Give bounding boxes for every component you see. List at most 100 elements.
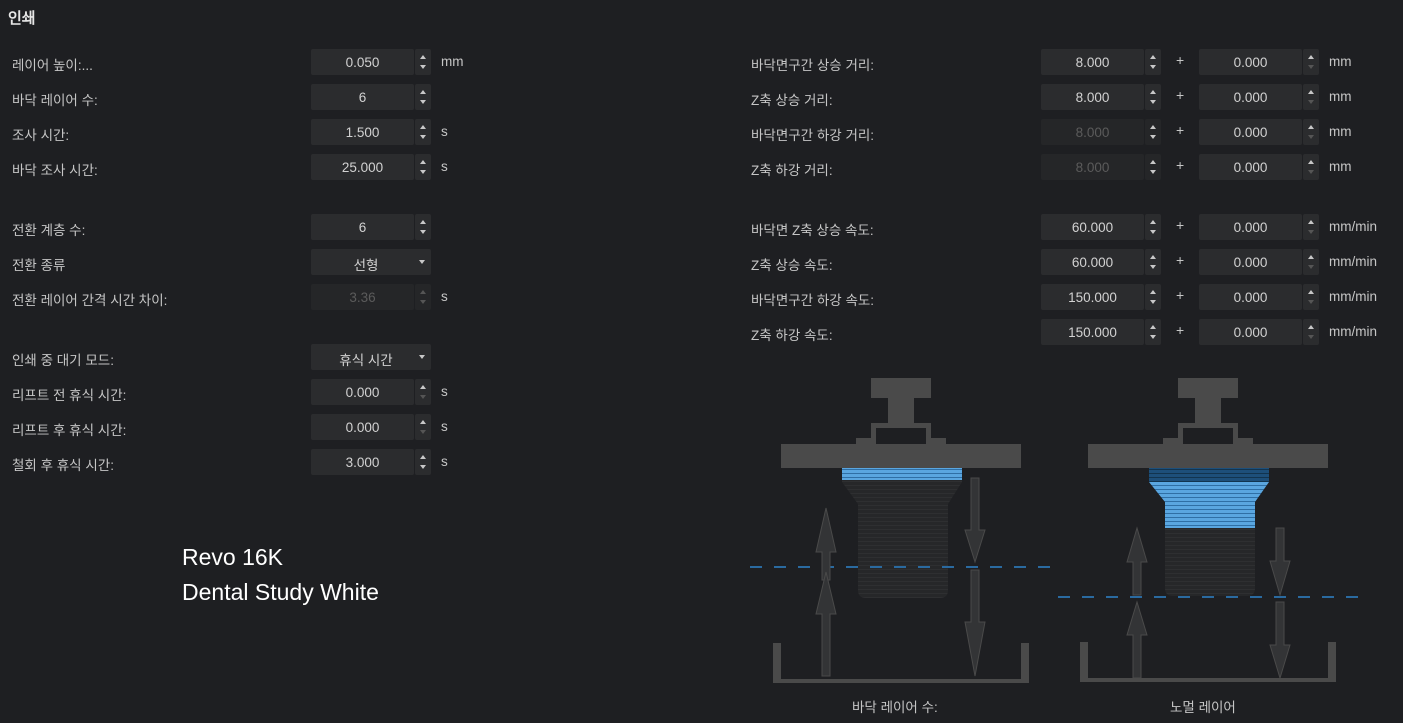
speed-base-spinner[interactable] (1145, 249, 1161, 275)
spin-up-icon[interactable] (1308, 255, 1314, 259)
spin-down-icon[interactable] (420, 465, 426, 469)
speed-extra-spinner[interactable] (1303, 284, 1319, 310)
rest-time-input[interactable]: 3.000 (311, 449, 414, 475)
spin-down-icon[interactable] (1150, 265, 1156, 269)
spin-up-icon[interactable] (1150, 90, 1156, 94)
spin-down-icon[interactable] (1150, 100, 1156, 104)
transition-layers-spinner[interactable] (415, 214, 431, 240)
spin-up-icon[interactable] (1308, 325, 1314, 329)
spin-up-icon[interactable] (420, 455, 426, 459)
setting-spinner[interactable] (415, 154, 431, 180)
speed-extra-input[interactable]: 0.000 (1199, 284, 1302, 310)
rest-time-spinner[interactable] (415, 449, 431, 475)
bottom-layer-caption: 바닥 레이어 수: (852, 700, 938, 715)
spin-up-icon[interactable] (420, 125, 426, 129)
setting-input[interactable]: 25.000 (311, 154, 414, 180)
speed-base-input[interactable]: 150.000 (1041, 284, 1144, 310)
distance-extra-spinner[interactable] (1303, 84, 1319, 110)
spin-up-icon[interactable] (420, 55, 426, 59)
speed-base-input[interactable]: 60.000 (1041, 249, 1144, 275)
distance-base-spinner[interactable] (1145, 84, 1161, 110)
transition-layers-input[interactable]: 6 (311, 214, 414, 240)
plus-sign: + (1176, 157, 1185, 173)
setting-input[interactable]: 0.050 (311, 49, 414, 75)
spin-up-icon[interactable] (1150, 55, 1156, 59)
spin-up-icon[interactable] (1150, 290, 1156, 294)
setting-spinner[interactable] (415, 119, 431, 145)
distance-extra-spinner[interactable] (1303, 154, 1319, 180)
setting-input[interactable]: 6 (311, 84, 414, 110)
spin-down-icon[interactable] (1150, 65, 1156, 69)
printer-model: Revo 16K (182, 544, 284, 570)
rest-time-spinner[interactable] (415, 379, 431, 405)
speed-base-spinner[interactable] (1145, 319, 1161, 345)
speed-extra-spinner[interactable] (1303, 319, 1319, 345)
speed-extra-spinner[interactable] (1303, 214, 1319, 240)
spin-up-icon[interactable] (1150, 220, 1156, 224)
setting-input[interactable]: 1.500 (311, 119, 414, 145)
spin-down-icon (1308, 65, 1314, 69)
distance-extra-input[interactable]: 0.000 (1199, 84, 1302, 110)
distance-extra-input[interactable]: 0.000 (1199, 119, 1302, 145)
spin-down-icon[interactable] (1150, 335, 1156, 339)
spin-down-icon[interactable] (1150, 230, 1156, 234)
speed-label: 바닥면 Z축 상승 속도: (751, 223, 874, 238)
distance-extra-input[interactable]: 0.000 (1199, 49, 1302, 75)
setting-spinner[interactable] (415, 84, 431, 110)
distance-base-spinner[interactable] (1145, 49, 1161, 75)
transition-type-dropdown[interactable]: 선형 (311, 249, 431, 275)
speed-extra-input[interactable]: 0.000 (1199, 214, 1302, 240)
spin-up-icon[interactable] (420, 420, 426, 424)
spin-up-icon[interactable] (420, 220, 426, 224)
spin-up-icon[interactable] (1308, 125, 1314, 129)
rest-time-input[interactable]: 0.000 (311, 379, 414, 405)
spin-down-icon[interactable] (420, 135, 426, 139)
wait-mode-dropdown[interactable]: 휴식 시간 (311, 344, 431, 370)
distance-extra-input[interactable]: 0.000 (1199, 154, 1302, 180)
unit-label: mm/min (1329, 289, 1377, 304)
distance-base-input[interactable]: 8.000 (1041, 84, 1144, 110)
speed-base-input[interactable]: 60.000 (1041, 214, 1144, 240)
normal-layer-diagram (1058, 378, 1360, 682)
spin-up-icon[interactable] (1308, 220, 1314, 224)
spin-up-icon[interactable] (1308, 160, 1314, 164)
spin-down-icon[interactable] (420, 170, 426, 174)
speed-extra-spinner[interactable] (1303, 249, 1319, 275)
spin-up-icon[interactable] (420, 90, 426, 94)
spin-up-icon[interactable] (1150, 255, 1156, 259)
spin-up-icon[interactable] (420, 385, 426, 389)
plus-sign: + (1176, 217, 1185, 233)
distance-base-input: 8.000 (1041, 119, 1144, 145)
spin-up-icon[interactable] (1308, 290, 1314, 294)
spin-up-icon[interactable] (420, 160, 426, 164)
spin-down-icon[interactable] (420, 100, 426, 104)
speed-base-spinner[interactable] (1145, 284, 1161, 310)
rest-time-spinner[interactable] (415, 414, 431, 440)
speed-base-spinner[interactable] (1145, 214, 1161, 240)
spin-up-icon[interactable] (1308, 55, 1314, 59)
spin-down-icon[interactable] (1150, 300, 1156, 304)
setting-spinner[interactable] (415, 49, 431, 75)
speed-base-input[interactable]: 150.000 (1041, 319, 1144, 345)
spin-up-icon[interactable] (1150, 325, 1156, 329)
distance-extra-spinner[interactable] (1303, 49, 1319, 75)
wait-mode-label: 인쇄 중 대기 모드: (12, 353, 114, 368)
unit-label: mm (1329, 89, 1352, 104)
speed-label: Z축 상승 속도: (751, 258, 833, 273)
spin-down-icon[interactable] (420, 65, 426, 69)
distance-extra-spinner[interactable] (1303, 119, 1319, 145)
rest-time-input[interactable]: 0.000 (311, 414, 414, 440)
setting-row: 바닥 레이어 수:6 (0, 84, 480, 110)
spin-up-icon[interactable] (1308, 90, 1314, 94)
distance-base-input[interactable]: 8.000 (1041, 49, 1144, 75)
speed-extra-input[interactable]: 0.000 (1199, 319, 1302, 345)
distance-base-spinner (1145, 154, 1161, 180)
material-name: Dental Study White (182, 579, 379, 605)
spin-up-icon (1150, 125, 1156, 129)
spin-down-icon[interactable] (420, 230, 426, 234)
spin-up-icon (1150, 160, 1156, 164)
speed-extra-input[interactable]: 0.000 (1199, 249, 1302, 275)
distance-label: 바닥면구간 하강 거리: (751, 128, 875, 143)
